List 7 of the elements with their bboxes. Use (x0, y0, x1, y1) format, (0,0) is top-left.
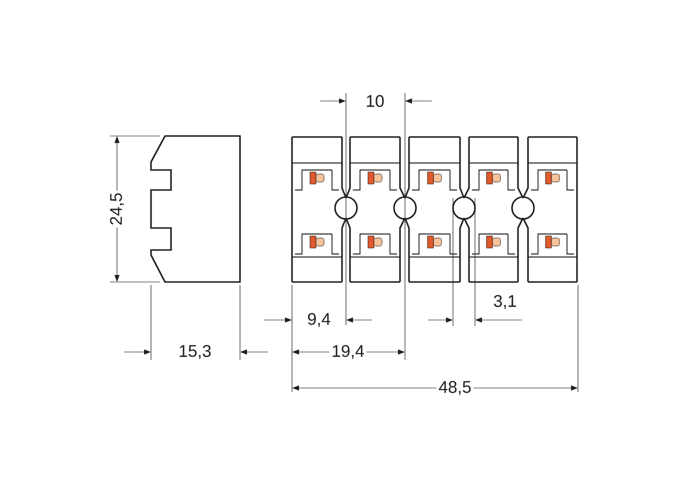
dimension-label: 10 (366, 95, 384, 107)
dimension-label: 24,5 (108, 190, 126, 228)
dimension-label: 19,4 (330, 343, 366, 361)
dimension-label: 3,1 (494, 295, 516, 309)
dimension-label: 9,4 (305, 311, 333, 329)
dimension-label: 48,5 (436, 379, 474, 397)
dimension-label: 15,3 (180, 345, 211, 359)
